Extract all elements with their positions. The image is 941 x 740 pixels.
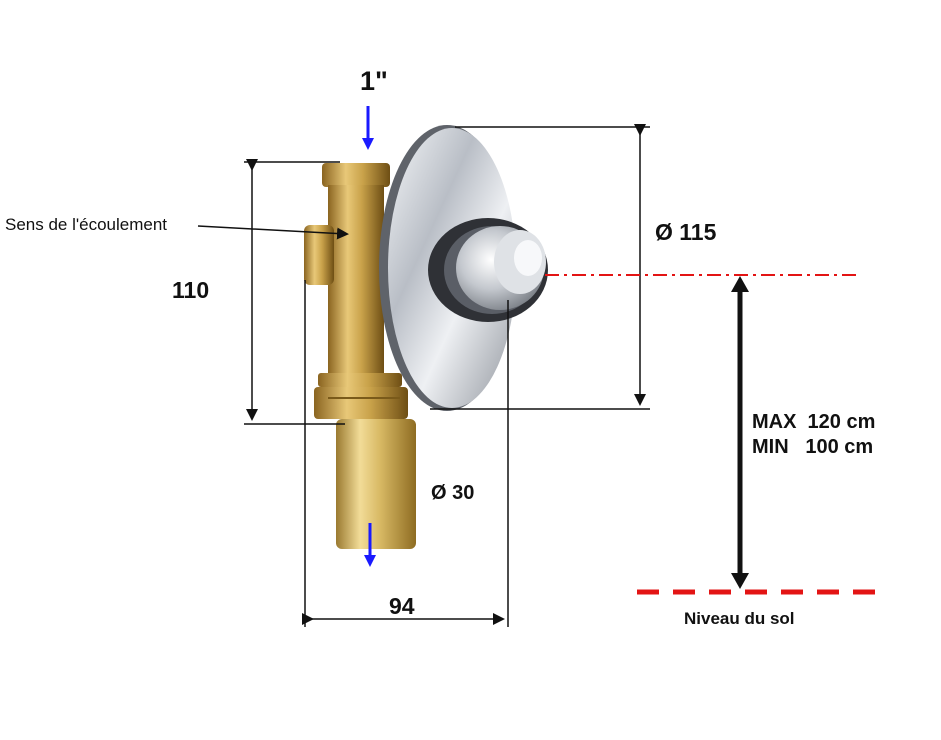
push-button (456, 226, 546, 310)
flow-direction-leader (197, 225, 349, 240)
width-label: 94 (389, 593, 415, 619)
outlet-pipe (336, 419, 416, 549)
valve-body (304, 163, 408, 419)
inlet-flow-arrow-icon (362, 106, 374, 150)
width-dimension (302, 280, 509, 627)
height-dimension (244, 159, 345, 425)
min-height-label: MIN 100 cm (752, 436, 874, 458)
inlet-size-label: 1" (360, 66, 388, 96)
flow-direction-label: Sens de l'écoulement (5, 215, 168, 234)
outlet-flow-arrow-icon (364, 523, 376, 567)
plate-diameter-dimension (430, 124, 650, 410)
plate-diameter-label: Ø 115 (655, 219, 717, 245)
mounting-height-arrow (731, 276, 749, 589)
pipe-diameter-label: Ø 30 (431, 482, 475, 504)
height-label: 110 (172, 277, 210, 303)
floor-level-label: Niveau du sol (684, 609, 795, 628)
max-height-label: MAX 120 cm (752, 411, 876, 433)
